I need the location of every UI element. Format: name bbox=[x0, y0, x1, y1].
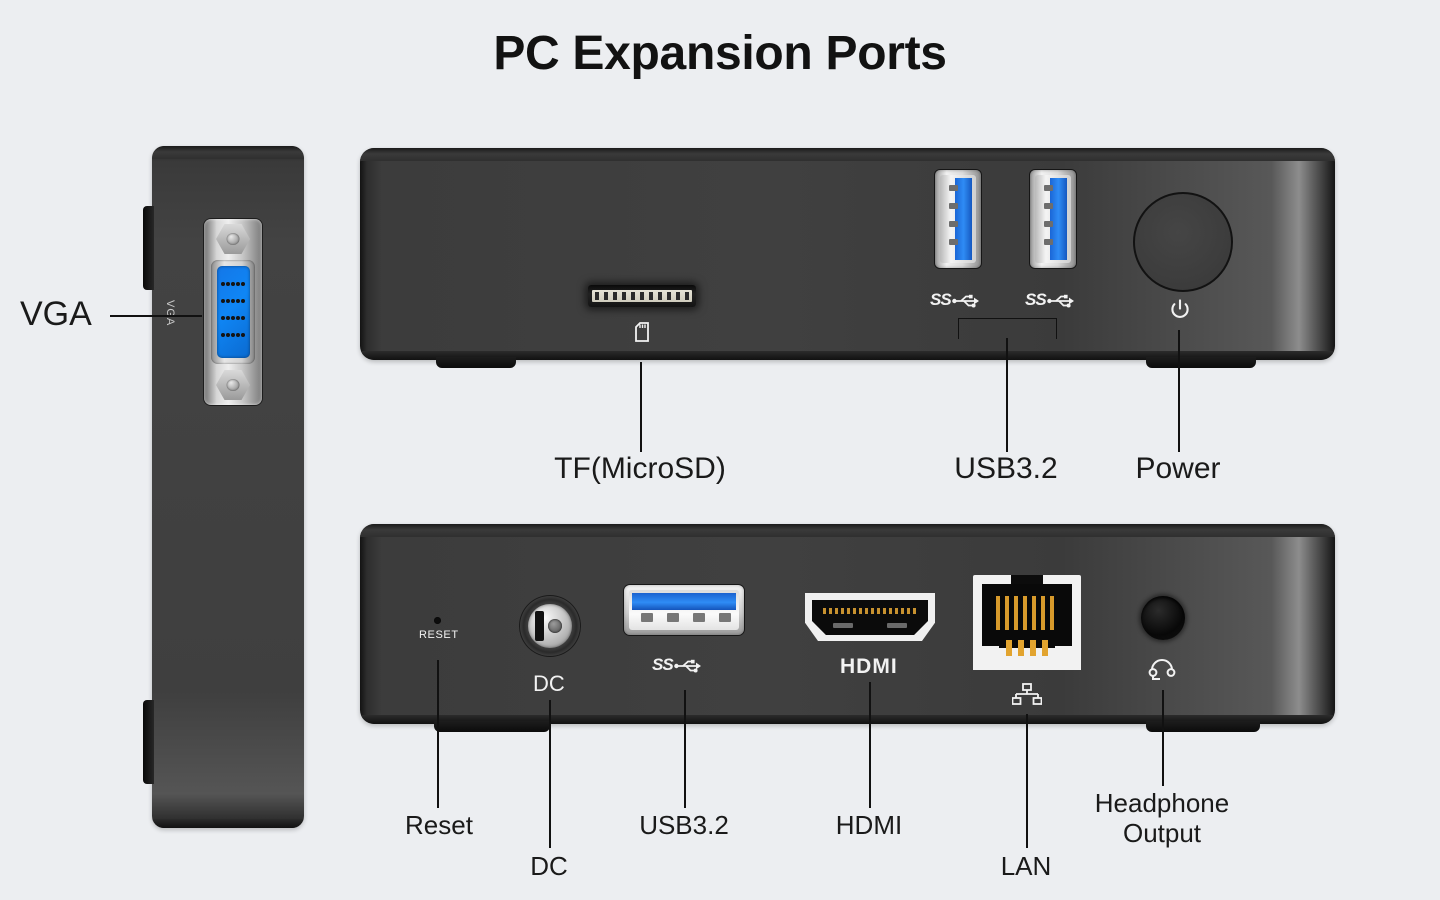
bottom-view-foot-left bbox=[434, 721, 550, 732]
leader-usb-top bbox=[1006, 338, 1008, 452]
usb-port-bottom-cavity bbox=[629, 590, 739, 630]
bracket-usb-top bbox=[958, 318, 1057, 339]
reset-pinhole[interactable] bbox=[434, 617, 441, 624]
bottom-view-top-edge bbox=[360, 524, 1335, 537]
superspeed-usb-icon-top-1: SS bbox=[930, 290, 980, 310]
lan-contacts-short bbox=[1006, 640, 1048, 656]
dc-power-jack bbox=[519, 595, 581, 657]
callout-hdmi: HDMI bbox=[835, 810, 903, 840]
side-foot-top bbox=[143, 206, 154, 290]
hdmi-port bbox=[805, 593, 935, 641]
leader-tf bbox=[640, 362, 642, 452]
dc-jack-metal bbox=[528, 604, 572, 648]
hdmi-silk-label: HDMI bbox=[840, 655, 898, 678]
side-bottom-edge bbox=[152, 819, 304, 828]
hdmi-contacts bbox=[823, 608, 917, 614]
tf-card-slot bbox=[588, 285, 696, 307]
vga-pin-row-1 bbox=[217, 282, 250, 286]
callout-headphone: Headphone Output bbox=[1094, 788, 1230, 849]
usb-port-top-1-cavity bbox=[940, 175, 976, 263]
callout-usb-bottom: USB3.2 bbox=[639, 810, 729, 840]
headset-icon bbox=[1148, 659, 1176, 680]
top-view-foot-right bbox=[1146, 357, 1256, 368]
vga-dsub-insert bbox=[216, 266, 250, 358]
callout-reset: Reset bbox=[405, 810, 473, 840]
headphone-jack bbox=[1141, 596, 1185, 640]
page-title: PC Expansion Ports bbox=[493, 27, 947, 80]
usb-port-top-2 bbox=[1030, 170, 1076, 268]
vga-pin-row-2 bbox=[217, 299, 250, 303]
power-symbol-icon bbox=[1171, 299, 1189, 318]
microsd-card-icon bbox=[635, 322, 649, 342]
usb-port-top-2-blue-insert bbox=[1050, 178, 1067, 260]
usb-port-bottom-blue-insert bbox=[632, 593, 736, 610]
leader-reset bbox=[437, 660, 439, 808]
leader-dc bbox=[549, 700, 551, 848]
bottom-view-bottom-edge bbox=[360, 715, 1335, 724]
top-view-top-edge bbox=[360, 148, 1335, 161]
callout-power: Power bbox=[1135, 452, 1221, 485]
usb-port-top-2-cavity bbox=[1035, 175, 1071, 263]
top-chassis-body bbox=[360, 148, 1335, 360]
superspeed-usb-icon-bottom: SS bbox=[652, 655, 702, 675]
callout-vga: VGA bbox=[20, 295, 92, 333]
leader-usb-bottom bbox=[684, 690, 686, 808]
bottom-view-foot-right bbox=[1146, 721, 1260, 732]
leader-hdmi bbox=[869, 682, 871, 808]
side-foot-bottom bbox=[143, 700, 154, 784]
lan-contacts-long bbox=[996, 596, 1058, 630]
reset-silk-label: RESET bbox=[419, 629, 459, 641]
top-view-foot-left bbox=[436, 357, 516, 368]
usb-port-top-1-blue-insert bbox=[955, 178, 972, 260]
vga-screw-top-icon bbox=[216, 224, 250, 254]
superspeed-usb-icon-top-2: SS bbox=[1025, 290, 1075, 310]
leader-power bbox=[1178, 330, 1180, 452]
vga-port bbox=[204, 219, 262, 405]
callout-usb-top: USB3.2 bbox=[954, 452, 1058, 485]
usb-port-bottom bbox=[624, 585, 744, 635]
callout-tf: TF(MicroSD) bbox=[554, 452, 726, 485]
side-top-edge bbox=[152, 146, 304, 159]
power-button[interactable] bbox=[1133, 192, 1233, 292]
callout-dc: DC bbox=[530, 851, 568, 881]
vga-pin-row-3 bbox=[217, 316, 250, 320]
vga-screw-bottom-icon bbox=[216, 370, 250, 400]
network-tree-icon bbox=[1012, 683, 1042, 705]
tf-slot-contacts bbox=[592, 290, 692, 302]
usb-port-top-1 bbox=[935, 170, 981, 268]
top-view-bottom-edge bbox=[360, 351, 1335, 360]
vga-pin-row-4 bbox=[217, 333, 250, 337]
dc-silk-label: DC bbox=[533, 671, 565, 696]
leader-lan bbox=[1026, 714, 1028, 848]
lan-rj45-port bbox=[973, 575, 1081, 670]
device-top-view bbox=[360, 148, 1335, 360]
callout-lan: LAN bbox=[1000, 851, 1052, 881]
vga-dsub-shell bbox=[211, 260, 255, 364]
leader-headphone bbox=[1162, 690, 1164, 786]
lan-cavity bbox=[982, 584, 1072, 656]
hdmi-cavity bbox=[812, 600, 928, 635]
leader-vga bbox=[110, 315, 202, 317]
vga-silk-label: VGA bbox=[164, 300, 176, 327]
